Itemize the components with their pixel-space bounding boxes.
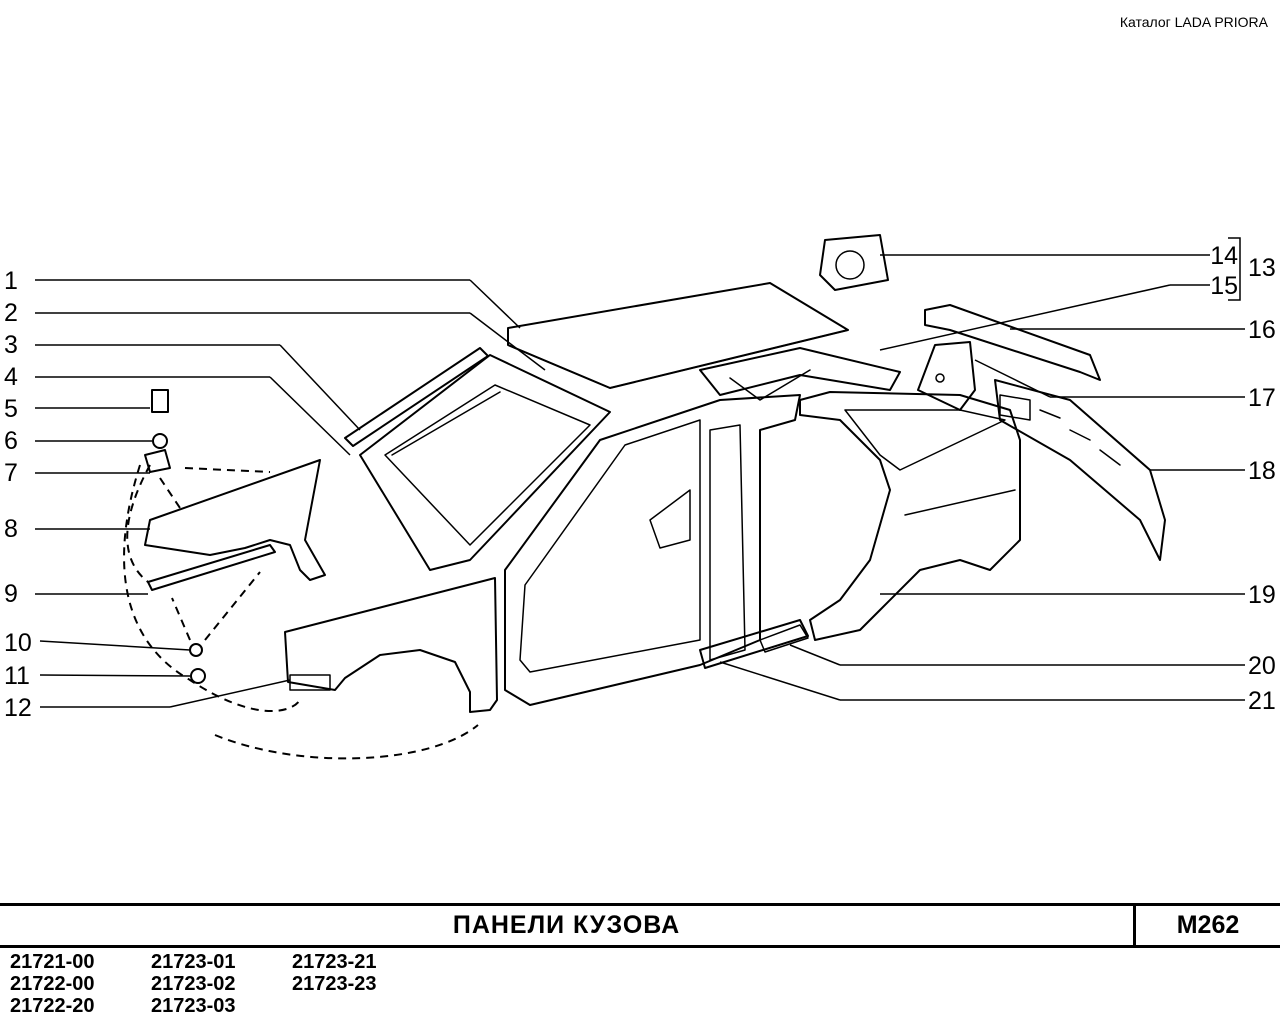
fuel-filler-flap: [819, 234, 889, 291]
footer-top-rule: [0, 903, 1280, 906]
model-code: 21722-20: [10, 995, 95, 1017]
front-fender-exploded: [144, 459, 326, 581]
fender-bracket: [147, 544, 276, 591]
callout-number: 2: [4, 299, 18, 327]
callout-number: 20: [1248, 652, 1276, 680]
model-code: 21723-03: [151, 995, 236, 1017]
callout-number: 7: [4, 459, 18, 487]
model-code: 21723-01: [151, 951, 236, 973]
callout-number: 21: [1248, 687, 1276, 715]
rear-roof-rail: [699, 347, 901, 396]
callout-number: 8: [4, 515, 18, 543]
footer-bottom-rule: [0, 945, 1280, 948]
callout-group-13: 13: [1248, 254, 1276, 282]
callout-number: 5: [4, 395, 18, 423]
callout-number: 12: [4, 694, 32, 722]
washer: [152, 433, 168, 449]
pillar-strip: [344, 347, 489, 447]
callout-number: 10: [4, 629, 32, 657]
callout-number: 16: [1248, 316, 1276, 344]
callout-number: 6: [4, 427, 18, 455]
callout-number: 9: [4, 580, 18, 608]
sill: [699, 619, 809, 669]
wheel-arch-inner: [917, 341, 976, 411]
front-fender: [284, 577, 498, 713]
callout-number: 14: [1210, 242, 1238, 270]
rear-panel: [994, 379, 1166, 561]
roof-panel: [507, 282, 849, 389]
callout-number: 3: [4, 331, 18, 359]
catalog-label: Каталог LADA PRIORA: [1119, 14, 1268, 30]
callout-number: 17: [1248, 384, 1276, 412]
callout-number: 19: [1248, 581, 1276, 609]
rear-shelf-member: [924, 304, 1101, 381]
callout-number: 15: [1210, 272, 1238, 300]
side-body-frame: [504, 394, 801, 706]
bolt: [151, 389, 169, 413]
footer-divider: [1133, 903, 1136, 947]
model-code: 21721-00: [10, 951, 95, 973]
sheet-code: M262: [1176, 911, 1240, 939]
callout-number: 18: [1248, 457, 1276, 485]
callout-number: 11: [4, 662, 30, 690]
bolt-small: [189, 643, 203, 657]
windshield-frame: [359, 354, 611, 571]
model-code: 21723-23: [292, 973, 377, 995]
model-code: 21723-02: [151, 973, 236, 995]
callout-number: 1: [4, 267, 18, 295]
callout-number: 4: [4, 363, 18, 391]
rear-quarter-panel: [799, 391, 1021, 641]
model-code: 21723-21: [292, 951, 377, 973]
model-code: 21722-00: [10, 973, 95, 995]
nut: [190, 668, 206, 684]
page-title: ПАНЕЛИ КУЗОВА: [452, 911, 681, 939]
